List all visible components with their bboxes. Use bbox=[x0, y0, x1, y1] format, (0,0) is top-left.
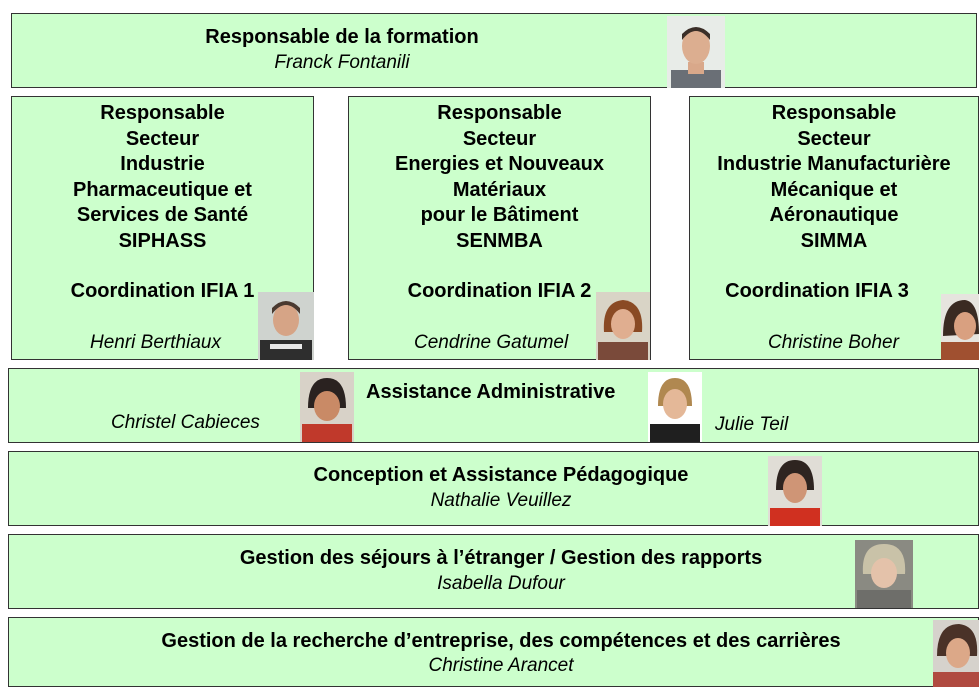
sector-heading: Responsable Secteur Energies et Nouveaux… bbox=[349, 101, 650, 254]
sector-line: Pharmaceutique et bbox=[73, 178, 252, 201]
sector-line: Matériaux bbox=[452, 178, 547, 201]
sector-coordination: Coordination IFIA 3 bbox=[725, 280, 909, 302]
sector-coordination: Coordination IFIA 1 bbox=[70, 280, 255, 302]
sector-line: Secteur bbox=[125, 127, 200, 150]
director-box: Responsable de la formation Franck Fonta… bbox=[11, 13, 977, 88]
sector-2-photo bbox=[596, 292, 650, 360]
assistance-name-left: Christel Cabieces bbox=[111, 412, 260, 433]
sector-line: Services de Santé bbox=[76, 204, 249, 226]
sector-line: pour le Bâtiment bbox=[420, 204, 579, 226]
assistance-title: Assistance Administrative bbox=[366, 381, 616, 403]
sector-box-simma: Responsable Secteur Industrie Manufactur… bbox=[689, 96, 979, 360]
conception-box: Conception et Assistance Pédagogique Nat… bbox=[8, 451, 979, 526]
sector-1-photo bbox=[258, 292, 314, 360]
sector-box-siphass: Responsable Secteur Industrie Pharmaceut… bbox=[11, 96, 314, 360]
sector-line: SIPHASS bbox=[118, 229, 207, 252]
conception-title: Conception et Assistance Pédagogique bbox=[313, 464, 689, 486]
sector-line: Mécanique et bbox=[770, 178, 898, 201]
conception-name: Nathalie Veuillez bbox=[430, 490, 572, 511]
sector-coordination: Coordination IFIA 2 bbox=[407, 280, 592, 302]
sector-heading: Responsable Secteur Industrie Pharmaceut… bbox=[12, 101, 313, 254]
sector-line: SENMBA bbox=[456, 229, 543, 252]
assistance-name-right: Julie Teil bbox=[715, 414, 789, 435]
sector-line: Aéronautique bbox=[769, 204, 899, 226]
sejours-photo bbox=[855, 540, 913, 608]
sector-person-name: Henri Berthiaux bbox=[90, 332, 221, 353]
conception-photo bbox=[768, 456, 822, 526]
sector-person-name: Cendrine Gatumel bbox=[414, 332, 569, 353]
assistance-box: Assistance Administrative Christel Cabie… bbox=[8, 368, 979, 443]
sector-line: Responsable bbox=[100, 102, 225, 124]
recherche-name: Christine Arancet bbox=[428, 655, 574, 676]
sejours-name: Isabella Dufour bbox=[437, 573, 565, 594]
recherche-photo bbox=[933, 620, 979, 687]
sector-line: Responsable bbox=[771, 102, 897, 124]
sector-3-photo bbox=[941, 294, 979, 360]
recherche-box: Gestion de la recherche d’entreprise, de… bbox=[8, 617, 979, 687]
sector-heading: Responsable Secteur Industrie Manufactur… bbox=[690, 101, 978, 254]
sector-line: SIMMA bbox=[800, 229, 868, 252]
sector-line: Industrie Manufacturière bbox=[717, 153, 951, 175]
sector-line: Industrie bbox=[120, 153, 205, 175]
sejours-box: Gestion des séjours à l’étranger / Gesti… bbox=[8, 534, 979, 609]
sector-line: Energies et Nouveaux bbox=[395, 153, 604, 175]
sector-line: Secteur bbox=[797, 127, 871, 150]
assistance-left-photo bbox=[300, 372, 354, 442]
director-title: Responsable de la formation bbox=[205, 26, 479, 48]
sector-person-name: Christine Boher bbox=[768, 332, 899, 353]
recherche-title: Gestion de la recherche d’entreprise, de… bbox=[161, 630, 841, 652]
sector-line: Responsable bbox=[437, 102, 562, 124]
director-name: Franck Fontanili bbox=[274, 52, 410, 73]
director-photo bbox=[667, 16, 725, 88]
sejours-title: Gestion des séjours à l’étranger / Gesti… bbox=[239, 547, 763, 569]
sector-line: Secteur bbox=[462, 127, 537, 150]
assistance-right-photo bbox=[648, 372, 702, 442]
